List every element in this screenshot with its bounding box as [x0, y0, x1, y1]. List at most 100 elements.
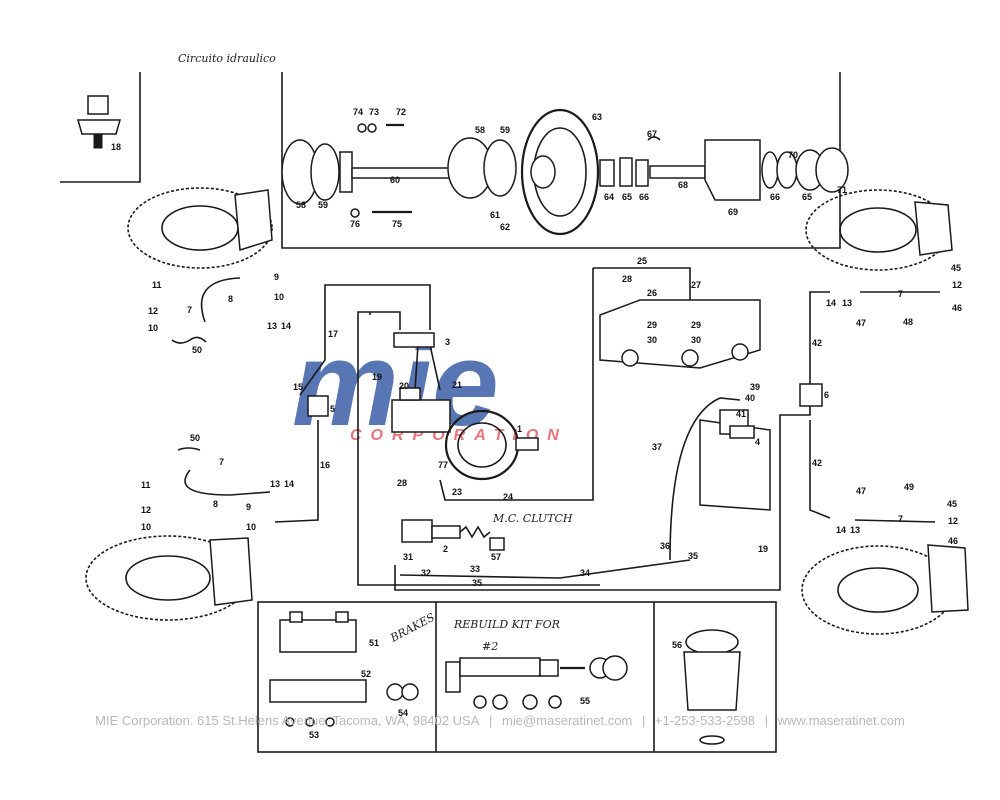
footer-email[interactable]: mie@maseratinet.com — [502, 713, 633, 728]
part-label: 68 — [678, 180, 688, 190]
part-label: 13 — [270, 479, 280, 489]
part-label: 28 — [397, 478, 407, 488]
footer-separator: | — [489, 713, 493, 728]
servo-shaft-assembly — [281, 108, 849, 236]
footer-company: MIE Corporation. 615 St.Helens Avenue, T… — [95, 713, 480, 728]
part-label: 28 — [622, 274, 632, 284]
part-label: 13 — [842, 298, 852, 308]
part-label: 47 — [856, 318, 866, 328]
part-label: 31 — [403, 552, 413, 562]
part-label: 5 — [330, 404, 335, 414]
part-label: 46 — [948, 536, 958, 546]
master-cylinder-exploded — [269, 611, 419, 727]
part-label: 19 — [758, 544, 768, 554]
part-label: 60 — [390, 175, 400, 185]
part-label: 64 — [604, 192, 614, 202]
part-label: 69 — [728, 207, 738, 217]
part-label: 6 — [824, 390, 829, 400]
part-label: 13 — [850, 525, 860, 535]
part-label: 75 — [392, 219, 402, 229]
part-label: 10 — [246, 522, 256, 532]
part-label: 14 — [281, 321, 291, 331]
part-label: 10 — [148, 323, 158, 333]
junction-block-left — [307, 395, 329, 417]
fluid-reservoir — [683, 629, 741, 745]
part-label: 17 — [328, 329, 338, 339]
part-label: 50 — [192, 345, 202, 355]
part-label: 11 — [152, 280, 162, 290]
part-label: 1 — [517, 424, 522, 434]
part-label: 36 — [660, 541, 670, 551]
part-label: 58 — [475, 125, 485, 135]
part-label: 42 — [812, 338, 822, 348]
part-label: 57 — [491, 552, 501, 562]
part-label: 7 — [219, 457, 224, 467]
part-label: 63 — [592, 112, 602, 122]
part-label: 26 — [647, 288, 657, 298]
part-label: 71 — [837, 185, 847, 195]
part-label: 14 — [836, 525, 846, 535]
part-label: 45 — [951, 263, 961, 273]
part-label: 62 — [500, 222, 510, 232]
footer-contact: MIE Corporation. 615 St.Helens Avenue, T… — [0, 713, 1000, 728]
part-label: 72 — [396, 107, 406, 117]
footer-website[interactable]: www.maseratinet.com — [777, 713, 905, 728]
part-label: 66 — [639, 192, 649, 202]
part-label: 66 — [770, 192, 780, 202]
part-label: 61 — [490, 210, 500, 220]
part-label: 23 — [452, 487, 462, 497]
part-label: 37 — [652, 442, 662, 452]
part-label: 52 — [361, 669, 371, 679]
part-label: 42 — [812, 458, 822, 468]
part-label: 47 — [856, 486, 866, 496]
part-label: 14 — [284, 479, 294, 489]
part-label: 70 — [788, 150, 798, 160]
part-label: 24 — [503, 492, 513, 502]
part-label: 7 — [187, 305, 192, 315]
part-label: 10 — [141, 522, 151, 532]
note-rebuild-number: #2 — [482, 640, 498, 653]
part-label: 65 — [802, 192, 812, 202]
brake-disc-rear-left — [85, 535, 253, 621]
part-label: 56 — [672, 640, 682, 650]
part-label: 39 — [750, 382, 760, 392]
part-label: 8 — [213, 499, 218, 509]
part-label: 53 — [309, 730, 319, 740]
part-label: 29 — [691, 320, 701, 330]
part-label: 8 — [228, 294, 233, 304]
part-label: 15 — [293, 382, 303, 392]
part-label: 12 — [948, 516, 958, 526]
note-mc-clutch: M.C. CLUTCH — [492, 512, 573, 525]
part-label: 54 — [398, 708, 408, 718]
part-label: 30 — [647, 335, 657, 345]
part-label: 48 — [903, 317, 913, 327]
part-label: 7 — [898, 514, 903, 524]
part-label: 10 — [274, 292, 284, 302]
part-label: 58 — [296, 200, 306, 210]
footer-separator: | — [764, 713, 769, 728]
part-labels: 18 74 73 72 58 59 63 67 60 58 59 76 75 6… — [111, 107, 962, 740]
header-note: Circuito idraulico — [178, 52, 276, 65]
brake-disc-front-left — [127, 187, 273, 269]
part-label: 3 — [445, 337, 450, 347]
part-label: 33 — [470, 564, 480, 574]
part-label: 16 — [320, 460, 330, 470]
part-label: 2 — [443, 544, 448, 554]
part-label: 46 — [952, 303, 962, 313]
part-label: 11 — [141, 480, 151, 490]
part-label: 30 — [691, 335, 701, 345]
part-label: 9 — [246, 502, 251, 512]
part-label: 12 — [952, 280, 962, 290]
part-label: 35 — [688, 551, 698, 561]
note-brakes: BRAKES — [387, 610, 437, 645]
part-label: 41 — [736, 409, 746, 419]
part-label: 14 — [826, 298, 836, 308]
part-label: 40 — [745, 393, 755, 403]
part-label: 13 — [267, 321, 277, 331]
part-label: 12 — [148, 306, 158, 316]
note-rebuild-kit: REBUILD KIT FOR — [453, 618, 560, 631]
footer-phone[interactable]: +1-253-533-2598 — [654, 713, 756, 728]
part-label: 32 — [421, 568, 431, 578]
part-label: 12 — [141, 505, 151, 515]
part-label: 34 — [580, 568, 590, 578]
